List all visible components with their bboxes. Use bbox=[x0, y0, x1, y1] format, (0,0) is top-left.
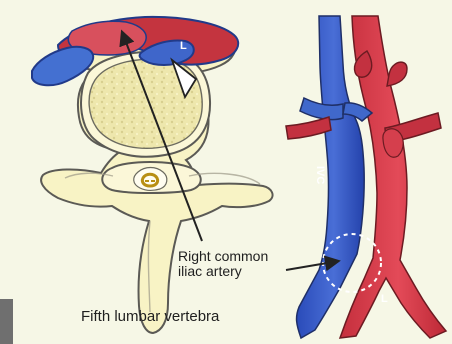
right-common-label-line-2: iliac artery bbox=[178, 264, 288, 279]
gray-edge-block bbox=[0, 299, 13, 344]
ivc-label: IVC bbox=[314, 166, 325, 184]
l-label-top: L bbox=[180, 41, 187, 52]
fifth-lumbar-vertebra-label: Fifth lumbar vertebra bbox=[81, 309, 219, 326]
l-label-bottom: L bbox=[381, 294, 388, 305]
right-common-iliac-artery-label: Right common iliac artery bbox=[178, 249, 288, 280]
right-common-label-line-1: Right common bbox=[178, 249, 288, 264]
